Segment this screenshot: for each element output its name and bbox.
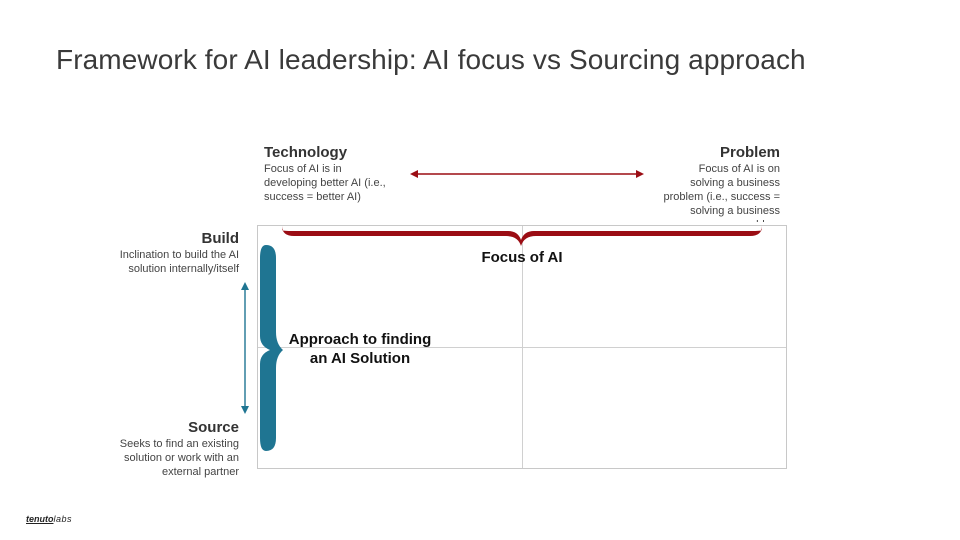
horizontal-curly-brace xyxy=(282,226,762,246)
source-heading: Source xyxy=(188,419,239,436)
logo-part-tenuto: tenuto xyxy=(26,514,54,524)
technology-heading: Technology xyxy=(264,144,348,161)
source-label: Source Seeks to find an existing solutio… xyxy=(89,419,239,479)
source-description: Seeks to find an existing solution or wo… xyxy=(119,438,239,478)
focus-of-ai-label: Focus of AI xyxy=(481,249,563,266)
vertical-curly-brace xyxy=(260,245,283,451)
problem-label: Problem Focus of AI is on solving a busi… xyxy=(630,144,780,222)
problem-heading: Problem xyxy=(719,144,780,161)
grid-horizontal-divider xyxy=(258,347,786,348)
tenuto-labs-logo: tenutolabs xyxy=(26,514,72,524)
problem-description: Focus of AI is on solving a business pro… xyxy=(663,163,780,222)
build-description: Inclination to build the AI solution int… xyxy=(119,249,239,275)
technology-label: Technology Focus of AI is in developing … xyxy=(264,144,414,204)
build-heading: Build xyxy=(201,230,240,247)
logo-part-labs: labs xyxy=(53,514,73,524)
slide-title: Framework for AI leadership: AI focus vs… xyxy=(56,44,806,75)
build-label: Build Inclination to build the AI soluti… xyxy=(89,230,239,276)
approach-label: Approach to finding an AI Solution xyxy=(288,331,432,367)
technology-description: Focus of AI is in developing better AI (… xyxy=(264,163,386,203)
quadrant-grid xyxy=(257,225,787,469)
